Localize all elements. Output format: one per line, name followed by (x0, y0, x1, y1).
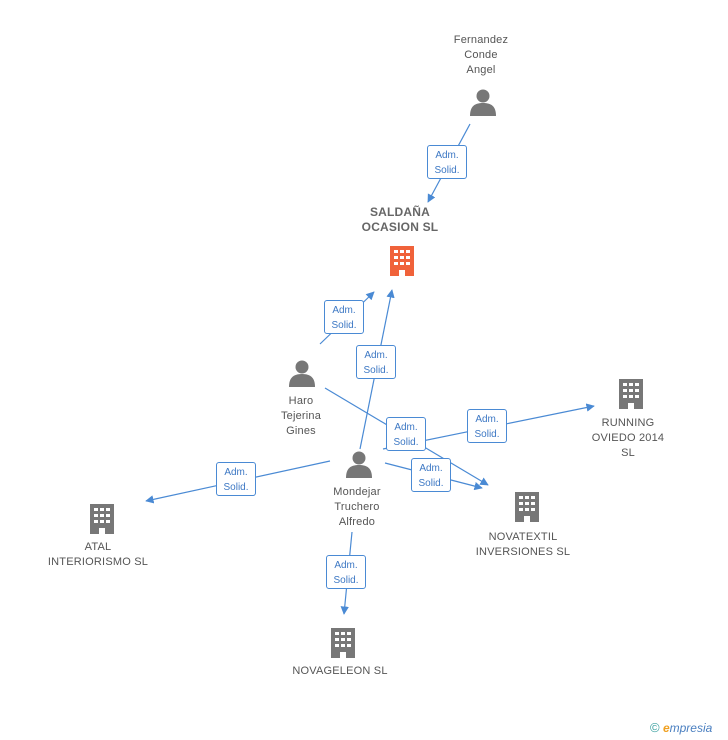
edge-label-mondejar-novatextil[interactable]: Adm.Solid. (411, 458, 451, 492)
node-label-running: RUNNING OVIEDO 2014 SL (591, 417, 665, 459)
building-icon (619, 379, 643, 409)
building-icon (331, 628, 355, 658)
brand-logo: empresia (662, 721, 713, 735)
edge-label-mondejar-running[interactable]: Adm.Solid. (467, 409, 507, 443)
node-label-novatextil: NOVATEXTIL INVERSIONES SL (475, 531, 571, 558)
edge-label-fernandez-saldana[interactable]: Adm.Solid. (427, 145, 467, 179)
person-icon (289, 360, 315, 387)
node-label-saldana: SALDAÑA OCASION SL (361, 205, 439, 234)
node-label-novageleon: NOVAGELEON SL (292, 665, 388, 677)
edge-label-mondejar-atal[interactable]: Adm.Solid. (216, 462, 256, 496)
building-icon (515, 492, 539, 522)
node-label-haro: Haro Tejerina Gines (280, 395, 322, 437)
edge-label-mondejar-saldana[interactable]: Adm.Solid. (356, 345, 396, 379)
footer-brand: © empresia (650, 720, 712, 735)
person-icon (346, 451, 372, 478)
building-icon (90, 504, 114, 534)
node-label-mondejar: Mondejar Truchero Alfredo (333, 486, 381, 528)
person-icon (470, 89, 496, 116)
copyright-symbol: © (650, 720, 660, 735)
building-icon-main (390, 246, 414, 276)
edge-label-haro-saldana[interactable]: Adm.Solid. (324, 300, 364, 334)
edge-label-mondejar-novageleon[interactable]: Adm.Solid. (326, 555, 366, 589)
node-label-fernandez: Fernandez Conde Angel (453, 34, 509, 76)
node-label-atal: ATAL INTERIORISMO SL (47, 541, 149, 568)
edge-label-haro-novatextil[interactable]: Adm.Solid. (386, 417, 426, 451)
